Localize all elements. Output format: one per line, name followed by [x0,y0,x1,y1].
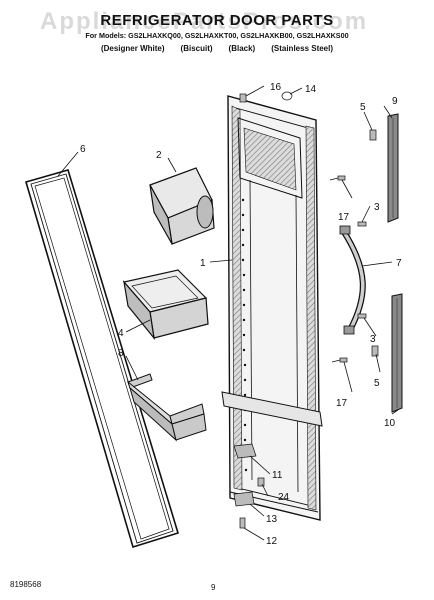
trim-strip-part-10 [391,293,403,413]
dairy-bin-part-2 [149,167,215,245]
page-number: 9 [211,583,216,592]
trim-strip-part-9 [387,113,399,223]
callout-3: 3 [374,202,380,213]
variant-label: (Designer White) [100,44,165,53]
door-gasket-part-6 [25,169,179,549]
callout-5-lower: 5 [374,378,380,389]
door-shelf-part-4 [122,269,209,341]
callout-10: 10 [384,418,396,429]
callout-3-lower: 3 [370,334,376,345]
model-numbers: For Models: GS2LHAXKQ00, GS2LHAXKT00, GS… [85,31,349,40]
callout-17-lower: 17 [336,398,348,409]
callout-11: 11 [272,470,283,481]
leader-lines [57,85,399,541]
document-number: 8198568 [10,580,42,589]
color-variants: (Designer White) (Biscuit) (Black) (Stai… [0,44,434,53]
hardware-fasteners [233,91,379,529]
page-title: REFRIGERATOR DOOR PARTS [100,12,334,29]
callout-24: 24 [278,492,290,503]
callout-13: 13 [266,514,278,525]
callout-12: 12 [266,536,278,547]
variant-label: (Stainless Steel) [271,44,334,53]
callout-7: 7 [396,258,402,269]
callout-4: 4 [118,328,124,339]
door-handle-part-7 [339,225,366,335]
callout-8: 8 [118,348,124,359]
door-shelf-part-8 [126,373,207,442]
callout-6: 6 [80,144,86,155]
callout-16: 16 [270,82,282,93]
variant-label: (Biscuit) [180,44,213,53]
callout-9: 9 [392,96,398,107]
callout-17: 17 [338,212,350,223]
callout-2: 2 [156,150,162,161]
variant-label: (Black) [228,44,256,53]
callout-5: 5 [360,102,366,113]
door-liner-part-1 [221,95,323,521]
callout-1: 1 [200,258,206,269]
callouts: 16 14 9 5 2 6 3 17 1 7 4 3 8 5 17 10 11 … [80,82,402,547]
callout-14: 14 [305,84,317,95]
